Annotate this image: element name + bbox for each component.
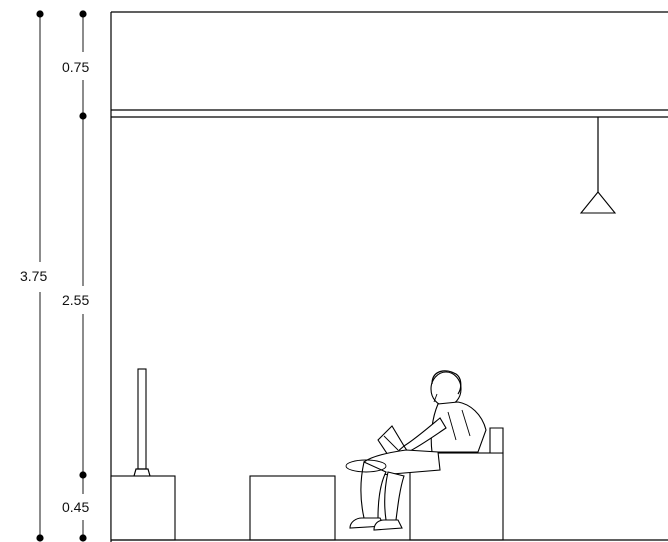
dimension-dot-2: [79, 112, 87, 120]
armchair-back: [489, 427, 504, 454]
dimension-dot-top-outer: [36, 10, 44, 18]
pendant-lamp-icon: [579, 117, 617, 214]
dimension-label-room-height: 2.55: [62, 292, 89, 308]
dimension-dot-3: [79, 471, 87, 479]
dimension-label-total: 3.75: [20, 268, 47, 284]
dimension-dot-bottom-outer: [36, 534, 44, 542]
tv-screen: [137, 368, 147, 470]
seated-person-icon: [345, 370, 487, 531]
dimension-chain-parts: 0.75 2.55 0.45: [62, 10, 89, 542]
tv-stand: [110, 368, 176, 541]
dimension-dot-1: [79, 10, 87, 18]
room-section: [110, 11, 668, 542]
dimension-dot-4: [79, 534, 87, 542]
dimension-label-ceiling-void: 0.75: [62, 59, 89, 75]
tv-cabinet: [110, 475, 176, 541]
dimension-label-furniture-height: 0.45: [62, 499, 89, 515]
coffee-table: [249, 475, 336, 541]
dimension-chain-total: 3.75: [20, 10, 47, 542]
tv-base: [133, 468, 151, 477]
